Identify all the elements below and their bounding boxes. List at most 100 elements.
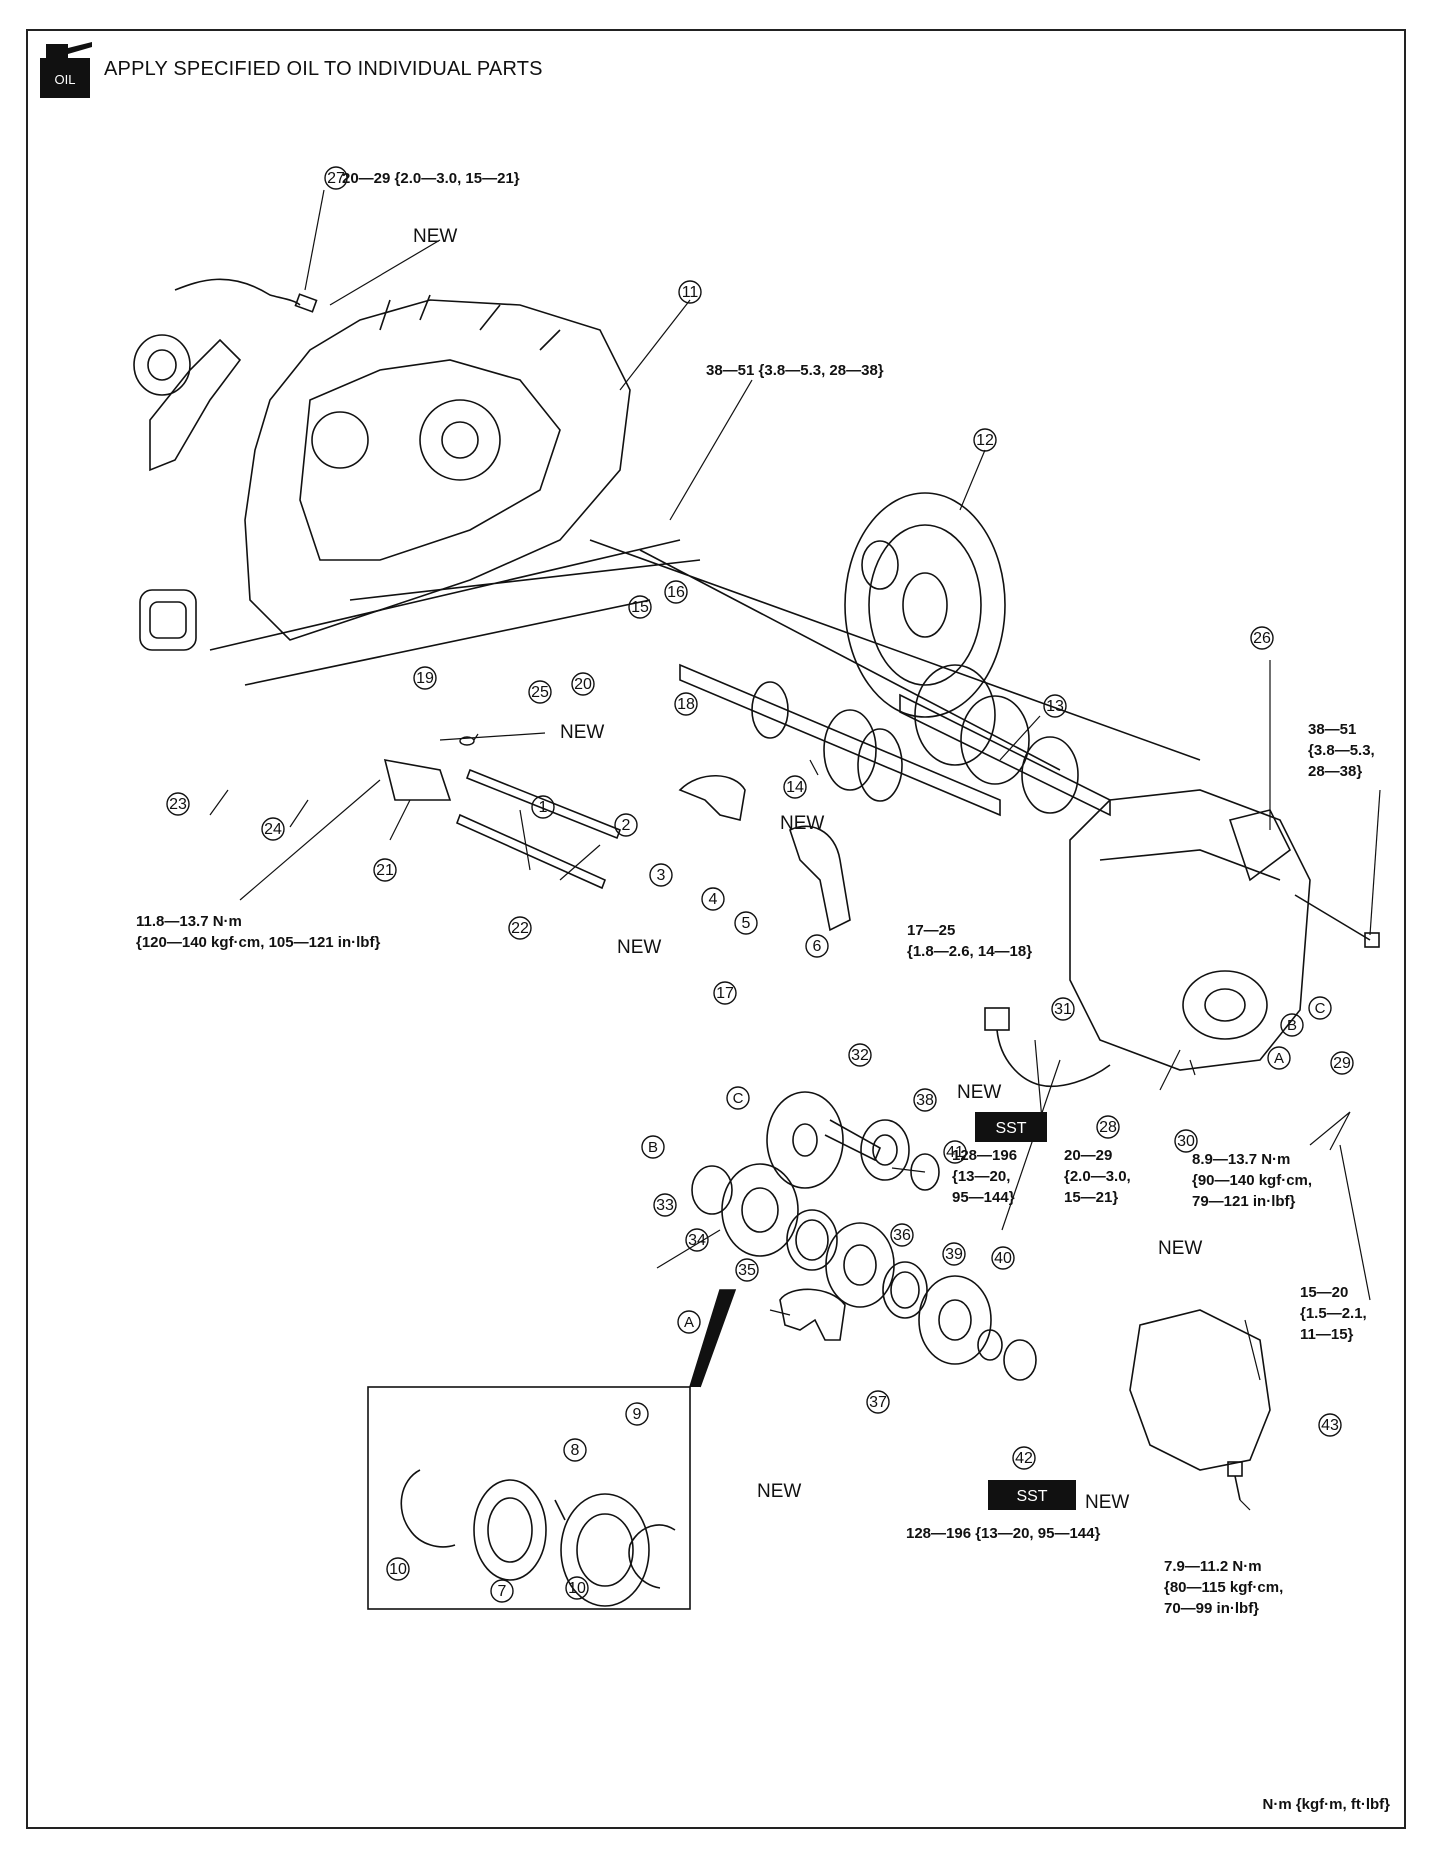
callout-29: 29	[1333, 1055, 1351, 1072]
torque-sst1-line1: 128—196	[952, 1147, 1017, 1164]
letter-c-gear: C	[733, 1090, 744, 1107]
sst-label-1: SST	[995, 1120, 1026, 1137]
shift-fork-37	[779, 1288, 846, 1341]
clutch-housing	[244, 299, 631, 641]
callout-31: 31	[1054, 1001, 1072, 1018]
torque-43-line2: {80—115 kgf·cm,	[1164, 1579, 1283, 1596]
rear-cover	[1129, 1309, 1271, 1471]
ring-35	[786, 1209, 838, 1271]
header-title: APPLY SPECIFIED OIL TO INDIVIDUAL PARTS	[104, 58, 543, 80]
torque-26-line2: {3.8—5.3,	[1308, 742, 1375, 759]
oil-can-icon: OIL	[40, 42, 92, 98]
callout-23: 23	[169, 796, 187, 813]
bearing-38	[860, 1119, 910, 1181]
callout-9: 9	[633, 1406, 642, 1423]
synchro-detail-inset	[367, 1386, 691, 1610]
gear-40	[918, 1275, 992, 1365]
primary-shaft	[679, 663, 1001, 817]
callout-18: 18	[677, 696, 695, 713]
callout-10-right: 10	[568, 1580, 586, 1597]
callout-2: 2	[622, 817, 631, 834]
torque-30-line3: 79—121 in·lbf}	[1192, 1193, 1296, 1210]
callout-27: 27	[327, 170, 345, 187]
locknut-42	[1003, 1339, 1037, 1381]
torque-28-line2: {2.0—3.0,	[1064, 1168, 1131, 1185]
callout-33: 33	[656, 1197, 674, 1214]
new-label-27: NEW	[413, 226, 457, 247]
callout-6: 6	[813, 938, 822, 955]
torque-29-line3: 11—15}	[1300, 1326, 1354, 1343]
callout-13: 13	[1046, 698, 1064, 715]
callout-35: 35	[738, 1262, 756, 1279]
letter-a-fork: A	[684, 1314, 694, 1331]
new-label-28: NEW	[1158, 1238, 1202, 1259]
shift-rod-22	[455, 813, 607, 890]
callout-42: 42	[1015, 1450, 1033, 1467]
secondary-shaft	[899, 693, 1111, 817]
new-label-14: NEW	[780, 813, 824, 834]
letter-c-case: C	[1315, 1000, 1326, 1017]
callout-15: 15	[631, 599, 649, 616]
callout-5: 5	[742, 915, 751, 932]
callout-8: 8	[571, 1442, 580, 1459]
torque-sst1-line3: 95—144}	[952, 1189, 1015, 1206]
gear-32	[766, 1091, 844, 1189]
callout-26: 26	[1253, 630, 1271, 647]
page-border	[26, 29, 1406, 1829]
callout-11: 11	[682, 284, 699, 301]
callout-14: 14	[786, 779, 804, 796]
shift-rod-1	[465, 768, 622, 840]
torque-31-line1: 17—25	[907, 922, 955, 939]
callout-22: 22	[511, 920, 529, 937]
torque-21-line2: {120—140 kgf·cm, 105—121 in·lbf}	[136, 934, 380, 951]
callout-12: 12	[976, 432, 994, 449]
release-fork	[149, 338, 242, 472]
torque-26-line1: 38—51	[1308, 721, 1356, 738]
callout-36: 36	[893, 1227, 911, 1244]
letter-b-case: B	[1287, 1017, 1297, 1034]
new-label-37: NEW	[757, 1481, 801, 1502]
callout-21: 21	[376, 862, 394, 879]
callout-25: 25	[531, 684, 549, 701]
torque-sst1-line2: {13—20,	[952, 1168, 1010, 1185]
torque-28-line1: 20—29	[1064, 1147, 1112, 1164]
torque-30-line2: {90—140 kgf·cm,	[1192, 1172, 1312, 1189]
callout-32: 32	[851, 1047, 869, 1064]
new-label-sst1: NEW	[957, 1082, 1001, 1103]
callout-40: 40	[994, 1250, 1012, 1267]
torque-27: 20—29 {2.0—3.0, 15—21}	[342, 170, 520, 187]
callout-24: 24	[264, 821, 282, 838]
callout-30: 30	[1177, 1133, 1195, 1150]
torque-28-line3: 15—21}	[1064, 1189, 1118, 1206]
callout-10-left: 10	[389, 1561, 407, 1578]
torque-31-line2: {1.8—2.6, 14—18}	[907, 943, 1032, 960]
shift-fork-6	[789, 825, 851, 932]
synchro-hub-7	[473, 1479, 547, 1581]
callout-4: 4	[709, 891, 718, 908]
callout-3: 3	[657, 867, 666, 884]
callout-16: 16	[667, 584, 685, 601]
callout-28: 28	[1099, 1119, 1117, 1136]
torque-21-line1: 11.8—13.7 N·m	[136, 913, 242, 930]
callout-34: 34	[688, 1232, 706, 1249]
transaxle-case	[1069, 789, 1311, 1071]
torque-26-line3: 28—38}	[1308, 763, 1362, 780]
callout-20: 20	[574, 676, 592, 693]
new-label-oring: NEW	[560, 722, 604, 743]
new-label-42: NEW	[1085, 1492, 1129, 1513]
differential-ring-gear	[844, 492, 1006, 718]
callout-19: 19	[416, 670, 434, 687]
svg-text:OIL: OIL	[55, 72, 76, 87]
torque-43-line3: 70—99 in·lbf}	[1164, 1600, 1259, 1617]
callout-41: 41	[946, 1144, 964, 1161]
letter-b-bearing: B	[648, 1139, 658, 1156]
sst-label-2: SST	[1016, 1488, 1047, 1505]
sst-badge-2	[988, 1480, 1076, 1510]
torque-43-line1: 7.9—11.2 N·m	[1164, 1558, 1262, 1575]
callout-17: 17	[716, 985, 734, 1002]
torque-29-line1: 15—20	[1300, 1284, 1348, 1301]
letter-a-case: A	[1274, 1050, 1284, 1067]
synchro-sleeve-9	[560, 1493, 650, 1607]
new-label-22: NEW	[617, 937, 661, 958]
